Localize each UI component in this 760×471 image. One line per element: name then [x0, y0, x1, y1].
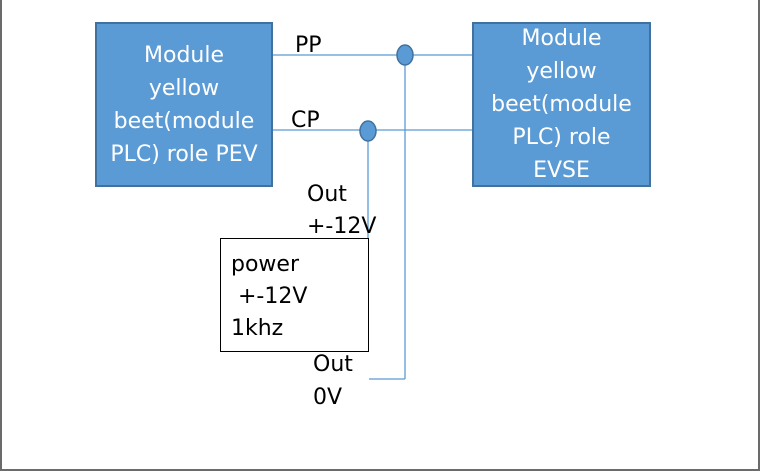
module-pev-line: PLC) role PEV [110, 141, 258, 167]
cp-junction-node [359, 120, 377, 142]
module-evse-line: EVSE [533, 158, 590, 183]
module-evse-line: yellow [526, 59, 597, 84]
power-supply-box: power +-12V 1khz [220, 238, 369, 352]
module-evse: Module yellow beet(module PLC) role EVSE [472, 22, 651, 187]
module-evse-line: PLC) role [512, 125, 611, 150]
power-line: +-12V [231, 284, 308, 309]
power-line: power [231, 252, 299, 277]
module-pev-line: beet(module [113, 108, 255, 134]
cp-label: CP [291, 108, 320, 133]
module-pev-line: yellow [148, 75, 220, 101]
module-pev-line: Module [144, 42, 224, 68]
power-line: 1khz [231, 316, 284, 341]
module-evse-line: Module [521, 26, 602, 51]
out-top-voltage-label: +-12V [307, 214, 377, 239]
module-pev: Module yellow beet(module PLC) role PEV [95, 22, 273, 187]
pp-label: PP [295, 33, 322, 58]
out-top-label: Out [307, 182, 347, 207]
out-bottom-label: Out [313, 352, 353, 377]
module-evse-line: beet(module [491, 92, 632, 117]
out-bottom-voltage-label: 0V [313, 385, 343, 410]
pp-junction-node [396, 44, 414, 66]
